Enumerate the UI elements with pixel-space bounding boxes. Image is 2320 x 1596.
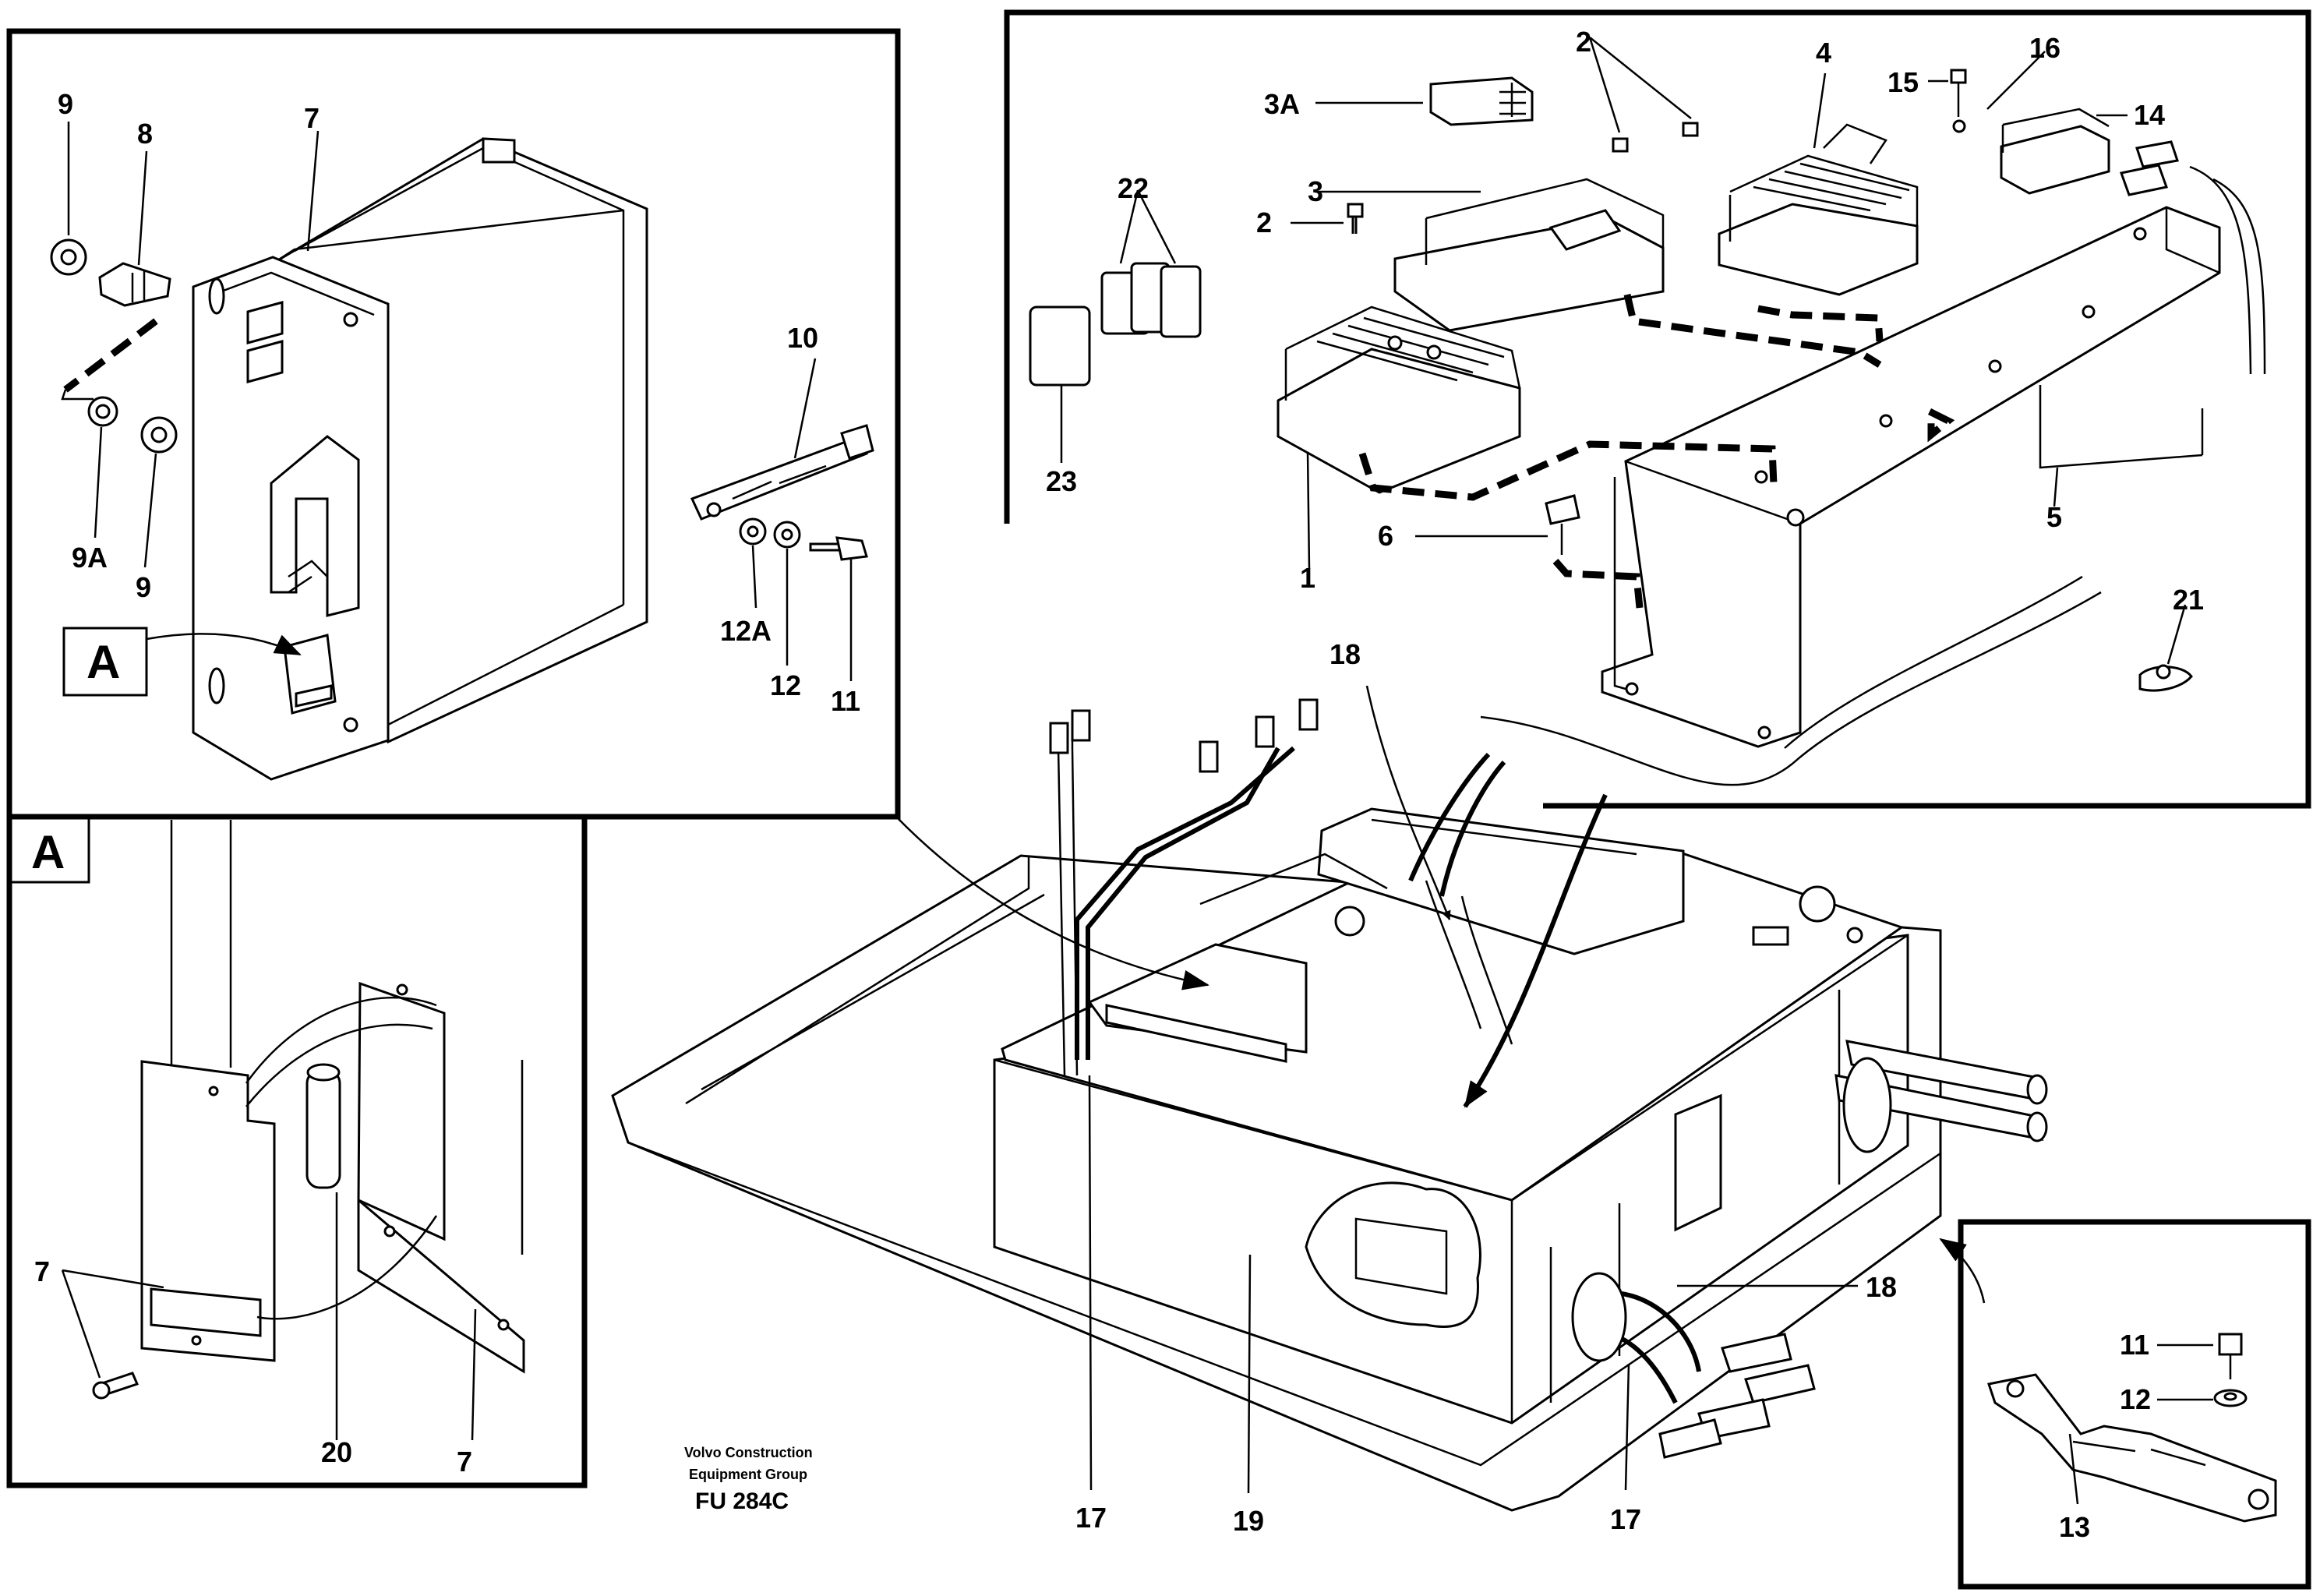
label-16: 16 [2029, 32, 2060, 64]
label-1: 1 [1300, 562, 1315, 594]
washer-12A [739, 517, 767, 546]
label-21: 21 [2173, 584, 2204, 616]
dashed-link [63, 318, 158, 393]
label-9A: 9A [72, 542, 108, 574]
panel-frames [6, 9, 2311, 1590]
label-7-topleft: 7 [304, 102, 320, 134]
label-20: 20 [321, 1436, 352, 1468]
label-12-right: 12 [2120, 1383, 2151, 1415]
control-modules [1029, 69, 2266, 786]
nut-9-top [50, 238, 87, 276]
label-17-right: 17 [1610, 1503, 1641, 1535]
label-7-detail-left: 7 [34, 1255, 50, 1287]
label-6: 6 [1378, 520, 1393, 552]
cab-base-assembly [611, 685, 2048, 1512]
label-18-right: 18 [1866, 1271, 1897, 1303]
label-4: 4 [1816, 37, 1831, 69]
leaders-main [1088, 1075, 1858, 1494]
leader [61, 389, 94, 401]
label-23: 23 [1046, 465, 1077, 497]
label-13: 13 [2059, 1511, 2090, 1543]
label-14: 14 [2134, 99, 2165, 131]
bushing-8 [98, 262, 171, 307]
label-19: 19 [1233, 1505, 1264, 1537]
label-17-left: 17 [1075, 1502, 1107, 1534]
washer-9A [87, 396, 118, 427]
label-11-right: 11 [2120, 1329, 2149, 1361]
label-8: 8 [137, 118, 153, 150]
label-18-top: 18 [1329, 638, 1361, 670]
electronic-unit-assembly [192, 137, 648, 781]
label-3: 3 [1308, 175, 1323, 207]
leaders-top-right [1060, 37, 2187, 665]
label-22: 22 [1118, 172, 1149, 204]
label-11-left: 11 [831, 685, 860, 717]
leaders-top-left [67, 122, 853, 681]
label-15: 15 [1887, 66, 1919, 98]
label-7-detail-bottom: 7 [457, 1446, 472, 1478]
callout-pointer-a: A [62, 627, 302, 697]
nut-9-bottom [140, 416, 178, 454]
label-9-bottom: 9 [136, 571, 151, 603]
label-12A: 12A [720, 615, 772, 647]
label-2-top: 2 [1576, 26, 1591, 58]
detail-a-contents: A [9, 817, 525, 1441]
screw-11 [809, 536, 868, 561]
label-10: 10 [787, 322, 818, 354]
figure-caption: Volvo Construction Equipment Group FU 28… [684, 1445, 813, 1514]
caption-line-2: Equipment Group [689, 1467, 807, 1482]
label-12-left: 12 [770, 669, 801, 701]
caption-line-1: Volvo Construction [684, 1445, 813, 1460]
label-2-left: 2 [1256, 207, 1272, 238]
washer-12 [773, 521, 801, 549]
caption-code: FU 284C [695, 1488, 789, 1514]
label-9-top: 9 [58, 88, 73, 120]
detail-a-tag: A [31, 826, 65, 878]
bracket-10 [690, 424, 874, 521]
label-5: 5 [2046, 501, 2062, 533]
part-labels: 1 2 2 3 3A 4 5 6 7 7 7 8 9 9 9A 10 11 11… [34, 26, 2204, 1543]
strap-assembly [1987, 1333, 2277, 1523]
label-3A: 3A [1264, 88, 1300, 120]
pointer-a-label: A [87, 636, 120, 688]
